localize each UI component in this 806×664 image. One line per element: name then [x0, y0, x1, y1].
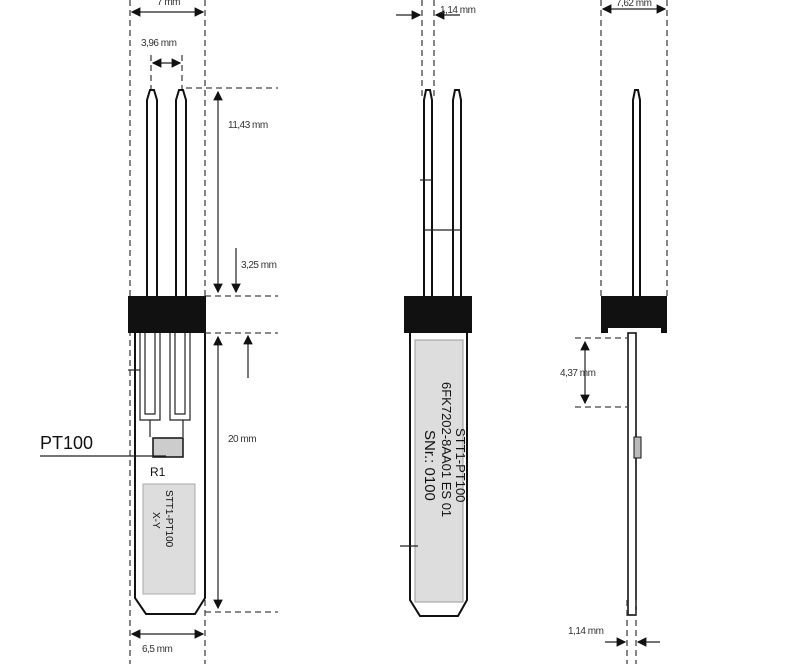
thickness-label: 1,14 mm	[568, 626, 604, 637]
pin	[146, 89, 158, 296]
label-line1: STT1-PT100	[163, 490, 174, 548]
middle-view: 1,14 mm STT1-PT100 6FK7202-8AA01 ES 01 S…	[396, 0, 476, 617]
connector-block	[601, 296, 667, 333]
pin	[175, 89, 187, 296]
body-width-label: 6,5 mm	[142, 644, 173, 655]
connector-block	[128, 296, 206, 333]
pin-pitch-label: 3,96 mm	[141, 38, 177, 49]
product-label	[414, 339, 464, 603]
trace	[149, 420, 184, 437]
pin	[423, 89, 433, 296]
connector-block	[404, 296, 472, 333]
body-length-label: 20 mm	[228, 434, 256, 445]
side-view: 7,62 mm 4,37 mm 1,14 mm	[560, 0, 668, 664]
offset-label: 4,37 mm	[560, 368, 596, 379]
product-label	[142, 483, 196, 595]
sensor-callout-label: PT100	[40, 433, 93, 453]
label-line2: X-Y	[150, 512, 161, 529]
width-top-label: 7,62 mm	[616, 0, 652, 9]
front-view: 7 mm 3,96 mm 11,43 mm 3,25 mm R1 PT100 S…	[40, 0, 278, 664]
resistor-r1	[152, 437, 184, 458]
pin-width-label: 1,14 mm	[440, 5, 476, 16]
pin	[632, 89, 641, 296]
pin	[452, 89, 462, 296]
label-line1: STT1-PT100	[453, 428, 468, 502]
label-line3: SNr.: 0100	[421, 430, 438, 501]
pin-length-label: 11,43 mm	[228, 120, 268, 131]
label-line2: 6FK7202-8AA01 ES 01	[439, 382, 454, 517]
trace	[169, 333, 191, 421]
resistor-label: R1	[150, 465, 166, 479]
circuit-board	[627, 332, 637, 616]
resistor-r1	[633, 436, 642, 459]
width-top-label: 7 mm	[157, 0, 180, 8]
pin-offset-label: 3,25 mm	[241, 260, 277, 271]
